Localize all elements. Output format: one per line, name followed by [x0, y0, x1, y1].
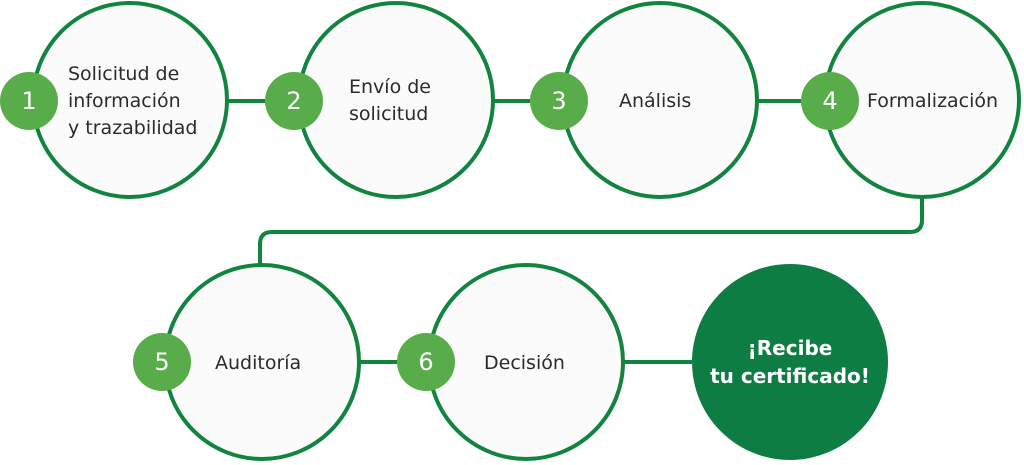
connector-4-5 [258, 198, 924, 265]
step-6-number: 6 [418, 348, 434, 376]
final-step-circle [692, 264, 888, 460]
connectors [228, 99, 924, 364]
step-3-number: 3 [551, 87, 567, 115]
step-6-badge [397, 333, 455, 391]
step-1-badge [0, 72, 58, 130]
step-5-number: 5 [154, 348, 170, 376]
step-3-label: Análisis [619, 89, 692, 112]
final-step-label: ¡Recibe tu certificado! [710, 336, 870, 388]
step-4-badge [801, 72, 859, 130]
step-3-badge [530, 72, 588, 130]
step-2-label: Envío de solicitud [349, 76, 431, 125]
step-4-number: 4 [822, 87, 838, 115]
step-2-badge [265, 72, 323, 130]
step-1-number: 1 [21, 87, 37, 115]
step-5-label: Auditoría [215, 351, 302, 374]
step-2-number: 2 [286, 87, 302, 115]
step-6-label: Decisión [484, 351, 565, 374]
step-4-label: Formalización [867, 89, 999, 112]
step-5-badge [133, 333, 191, 391]
step-1-label: Solicitud de información y trazabilidad [68, 62, 198, 139]
